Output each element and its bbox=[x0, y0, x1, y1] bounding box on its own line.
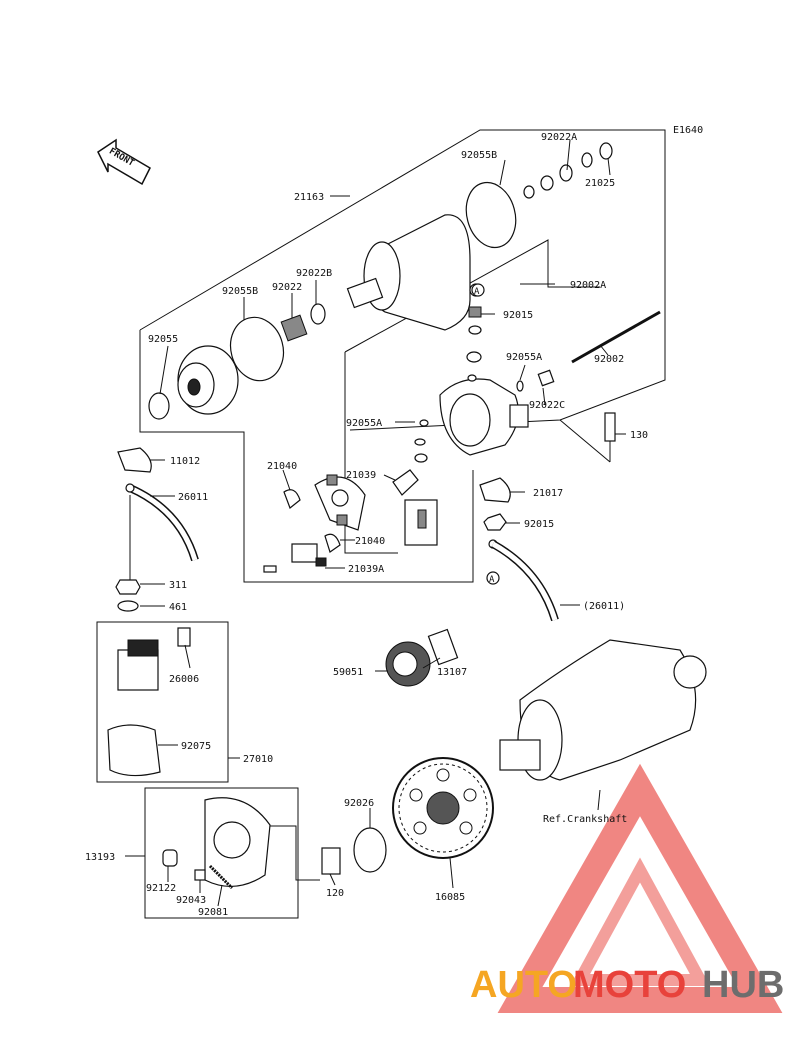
label-92022c: 92022C bbox=[529, 400, 565, 411]
label-461: 461 bbox=[169, 602, 187, 613]
o-ring-92055b-top bbox=[465, 181, 517, 249]
svg-text:HUB: HUB bbox=[702, 964, 784, 1006]
crankshaft bbox=[499, 639, 707, 781]
label-21025: 21025 bbox=[585, 178, 615, 189]
svg-text:MOTO: MOTO bbox=[573, 964, 686, 1006]
gear-59051 bbox=[385, 641, 431, 687]
label-92055b-mid: 92055B bbox=[222, 286, 258, 297]
ref-marker-a-top: A bbox=[474, 287, 480, 297]
brush-holder bbox=[314, 474, 366, 531]
ref-marker-a-bottom: A bbox=[489, 575, 495, 585]
label-26006: 26006 bbox=[169, 674, 199, 685]
svg-text:AUTO: AUTO bbox=[470, 964, 577, 1006]
label-26011-paren: (26011) bbox=[583, 601, 625, 612]
label-59051: 59051 bbox=[333, 667, 363, 678]
label-92122: 92122 bbox=[146, 883, 176, 894]
label-27010: 27010 bbox=[243, 754, 273, 765]
washer-92022 bbox=[280, 314, 308, 342]
washer-92022b bbox=[310, 303, 326, 325]
starter-clutch bbox=[204, 797, 271, 888]
label-21039a: 21039A bbox=[348, 564, 384, 575]
label-92055a-left: 92055A bbox=[346, 418, 382, 429]
watermark-logo bbox=[497, 763, 783, 1013]
label-92055a-right: 92055A bbox=[506, 352, 542, 363]
washer-92026 bbox=[353, 827, 387, 873]
front-cover bbox=[177, 345, 239, 415]
label-26011: 26011 bbox=[178, 492, 208, 503]
o-ring-92055 bbox=[148, 392, 170, 420]
label-92002a: 92002A bbox=[570, 280, 606, 291]
rear-cover bbox=[439, 378, 529, 456]
starter-relay bbox=[117, 639, 159, 691]
label-130: 130 bbox=[630, 430, 648, 441]
label-92081: 92081 bbox=[198, 907, 228, 918]
label-92075: 92075 bbox=[181, 741, 211, 752]
o-ring-92055b-mid bbox=[229, 316, 285, 382]
label-120: 120 bbox=[326, 888, 344, 899]
label-21017: 21017 bbox=[533, 488, 563, 499]
label-92015-top: 92015 bbox=[503, 310, 533, 321]
label-92026: 92026 bbox=[344, 798, 374, 809]
diagram-code: E1640 bbox=[673, 125, 703, 136]
crankshaft-ref-label: Ref.Crankshaft bbox=[543, 814, 627, 825]
label-13107: 13107 bbox=[437, 667, 467, 678]
label-21040-bottom: 21040 bbox=[355, 536, 385, 547]
label-92015-bottom: 92015 bbox=[524, 519, 554, 530]
label-21163: 21163 bbox=[294, 192, 324, 203]
label-13193: 13193 bbox=[85, 852, 115, 863]
label-92022a: 92022A bbox=[541, 132, 577, 143]
label-16085: 16085 bbox=[435, 892, 465, 903]
label-92002: 92002 bbox=[594, 354, 624, 365]
label-21039: 21039 bbox=[346, 470, 376, 481]
label-21040-top: 21040 bbox=[267, 461, 297, 472]
label-311: 311 bbox=[169, 580, 187, 591]
label-92043: 92043 bbox=[176, 895, 206, 906]
label-92055: 92055 bbox=[148, 334, 178, 345]
front-arrow-icon: FRONT bbox=[97, 138, 151, 186]
label-92022b: 92022B bbox=[296, 268, 332, 279]
label-92055b-top: 92055B bbox=[461, 150, 497, 161]
label-92022: 92022 bbox=[272, 282, 302, 293]
starter-motor-yoke bbox=[346, 214, 471, 331]
watermark-text: AUTO MOTO HUB bbox=[470, 964, 784, 1006]
gear-16085 bbox=[392, 757, 494, 859]
label-11012: 11012 bbox=[170, 456, 200, 467]
